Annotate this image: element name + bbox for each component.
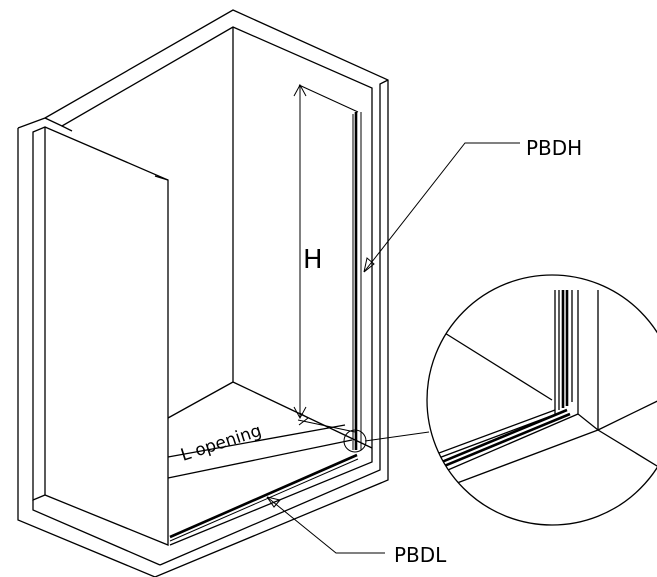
pbdl-leader <box>266 496 385 554</box>
pbdl-label: PBDL <box>394 543 447 567</box>
enclosure-walls <box>17 9 389 577</box>
detail-connector <box>364 431 430 442</box>
shower-tray <box>167 424 353 479</box>
height-label: H <box>303 245 323 275</box>
detail-zoom-circle <box>426 274 657 526</box>
height-dimension <box>293 83 307 420</box>
pbdh-leader <box>363 142 520 273</box>
pbdh-label: PBDH <box>526 136 582 160</box>
vertical-profile <box>298 84 362 450</box>
opening-dimension <box>297 412 356 433</box>
fixed-panel <box>32 126 169 566</box>
opening-label: L opening <box>178 421 264 466</box>
bottom-profile <box>169 453 359 542</box>
